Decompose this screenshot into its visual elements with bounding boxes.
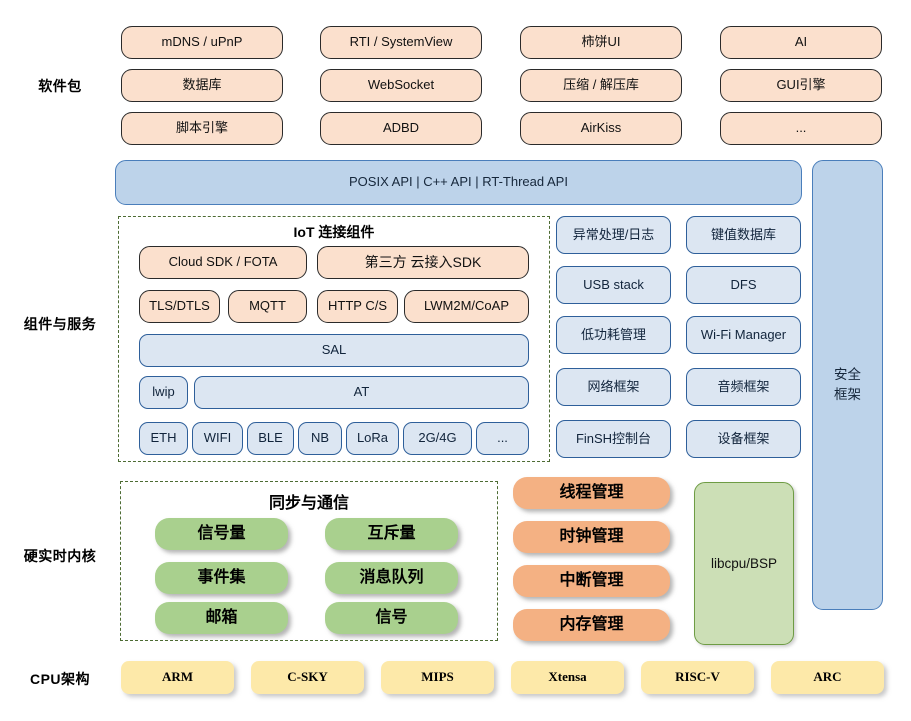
cpu-arch-box[interactable]: RISC-V (641, 661, 754, 694)
kernel-sync-box[interactable]: 事件集 (155, 562, 288, 594)
cpu-arch-box[interactable]: MIPS (381, 661, 494, 694)
component-box[interactable]: DFS (686, 266, 801, 304)
component-box[interactable]: 音频框架 (686, 368, 801, 406)
kernel-management-box[interactable]: 时钟管理 (513, 521, 670, 553)
iot-connectivity-group (118, 216, 550, 462)
kernel-sync-group (120, 481, 498, 641)
package-box[interactable]: AI (720, 26, 882, 59)
kernel-management-box[interactable]: 中断管理 (513, 565, 670, 597)
cpu-arch-box[interactable]: Xtensa (511, 661, 624, 694)
kernel-management-box[interactable]: 内存管理 (513, 609, 670, 641)
component-box[interactable]: FinSH控制台 (556, 420, 671, 458)
kernel-sync-group-title: 同步与通信 (268, 495, 349, 512)
component-box[interactable]: 网络框架 (556, 368, 671, 406)
package-box[interactable]: ADBD (320, 112, 482, 145)
package-box[interactable]: ... (720, 112, 882, 145)
iot-group-title: IoT 连接组件 (293, 224, 375, 240)
package-box[interactable]: RTI / SystemView (320, 26, 482, 59)
cpu-arch-box[interactable]: ARC (771, 661, 884, 694)
iot-sal-box[interactable]: SAL (139, 334, 529, 367)
row-label-kernel: 硬实时内核 (23, 548, 97, 564)
package-box[interactable]: 压缩 / 解压库 (520, 69, 682, 102)
iot-sdk-box[interactable]: Cloud SDK / FOTA (139, 246, 307, 279)
iot-protocol-box[interactable]: TLS/DTLS (139, 290, 220, 323)
iot-link-box[interactable]: ETH (139, 422, 188, 455)
security-framework-line1: 安全 (834, 367, 861, 383)
security-framework-box: 安全 框架 (812, 160, 883, 610)
package-box[interactable]: mDNS / uPnP (121, 26, 283, 59)
kernel-management-box[interactable]: 线程管理 (513, 477, 670, 509)
row-label-cpu-arch: CPU架构 (29, 671, 91, 687)
api-bar: POSIX API | C++ API | RT-Thread API (115, 160, 802, 205)
iot-at-box[interactable]: AT (194, 376, 529, 409)
iot-sdk-box[interactable]: 第三方 云接入SDK (317, 246, 529, 279)
kernel-sync-box[interactable]: 邮箱 (155, 602, 288, 634)
iot-lwip-box[interactable]: lwip (139, 376, 188, 409)
kernel-sync-box[interactable]: 信号 (325, 602, 458, 634)
package-box[interactable]: 数据库 (121, 69, 283, 102)
component-box[interactable]: 异常处理/日志 (556, 216, 671, 254)
iot-protocol-box[interactable]: HTTP C/S (317, 290, 398, 323)
iot-link-box[interactable]: WIFI (192, 422, 243, 455)
component-box[interactable]: Wi-Fi Manager (686, 316, 801, 354)
cpu-arch-box[interactable]: C-SKY (251, 661, 364, 694)
package-box[interactable]: WebSocket (320, 69, 482, 102)
package-box[interactable]: AirKiss (520, 112, 682, 145)
iot-link-box[interactable]: LoRa (346, 422, 399, 455)
component-box[interactable]: 键值数据库 (686, 216, 801, 254)
component-box[interactable]: USB stack (556, 266, 671, 304)
component-box[interactable]: 设备框架 (686, 420, 801, 458)
kernel-sync-box[interactable]: 互斥量 (325, 518, 458, 550)
row-label-components-services: 组件与服务 (23, 316, 97, 332)
package-box[interactable]: GUI引擎 (720, 69, 882, 102)
security-framework-line2: 框架 (834, 387, 861, 402)
iot-link-box[interactable]: 2G/4G (403, 422, 472, 455)
cpu-arch-box[interactable]: ARM (121, 661, 234, 694)
iot-link-box[interactable]: NB (298, 422, 342, 455)
iot-protocol-box[interactable]: LWM2M/CoAP (404, 290, 529, 323)
libcpu-bsp-box[interactable]: libcpu/BSP (694, 482, 794, 645)
kernel-sync-box[interactable]: 消息队列 (325, 562, 458, 594)
kernel-sync-box[interactable]: 信号量 (155, 518, 288, 550)
iot-protocol-box[interactable]: MQTT (228, 290, 307, 323)
iot-link-box[interactable]: ... (476, 422, 529, 455)
iot-link-box[interactable]: BLE (247, 422, 294, 455)
row-label-software-packages: 软件包 (38, 78, 82, 94)
package-box[interactable]: 柿饼UI (520, 26, 682, 59)
package-box[interactable]: 脚本引擎 (121, 112, 283, 145)
component-box[interactable]: 低功耗管理 (556, 316, 671, 354)
